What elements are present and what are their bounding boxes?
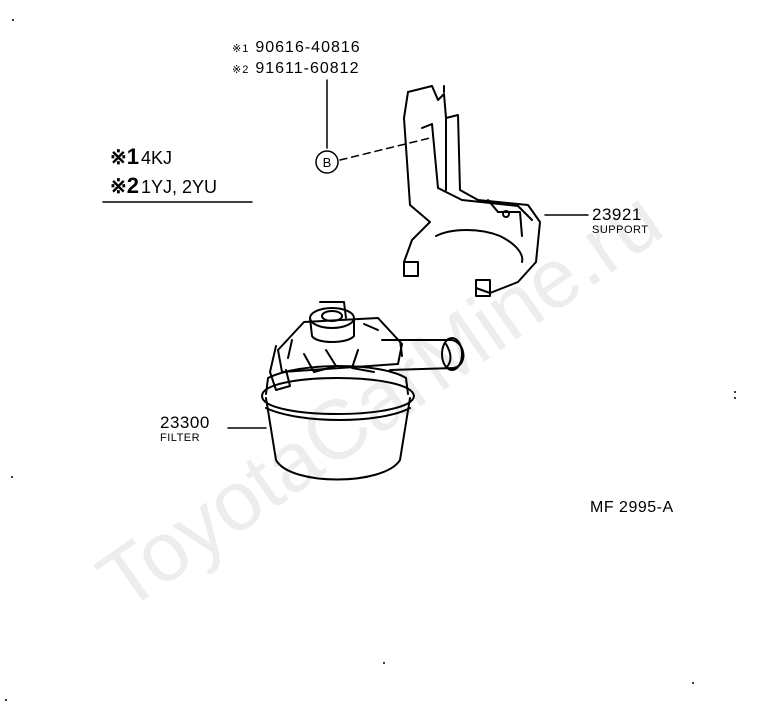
bolt-spec-line-2: ※2 91611-60812 [232,61,359,77]
filter-canister-body [265,397,411,481]
bolt-callout-circle [315,150,339,174]
legend-text-2: 1YJ, 2YU [141,177,218,197]
filter-part-name: FILTER [160,432,201,444]
scan-specks [5,19,736,701]
legend-num-2: 2 [126,173,140,198]
support-bracket [403,85,541,297]
bolt-spec-line-1: ※1 90616-40816 [232,40,361,56]
diagram-code: MF 2995-A [590,499,674,516]
filter-head [277,317,403,373]
bolt-spec-part-1: 90616-40816 [255,39,361,56]
bolt-spec-part-2: 91611-60812 [255,60,360,77]
support-part-number: 23921 [592,205,642,224]
filter-part-number: 23300 [160,413,210,432]
bolt-spec-mark-2: ※2 [232,64,250,76]
support-part-name: SUPPORT [592,224,649,236]
fuel-filter [261,301,465,481]
legend-text-1: 4KJ [141,148,173,168]
legend-mark-1: ※ [110,147,127,169]
filter-canister-rim [261,377,415,415]
bolt-spec-mark-1: ※1 [232,43,250,55]
bolt-callout-letter: B [323,155,332,170]
legend-mark-2: ※ [110,176,127,198]
legend-num-1: 1 [126,144,140,169]
bolt-dashed-line [339,137,431,161]
